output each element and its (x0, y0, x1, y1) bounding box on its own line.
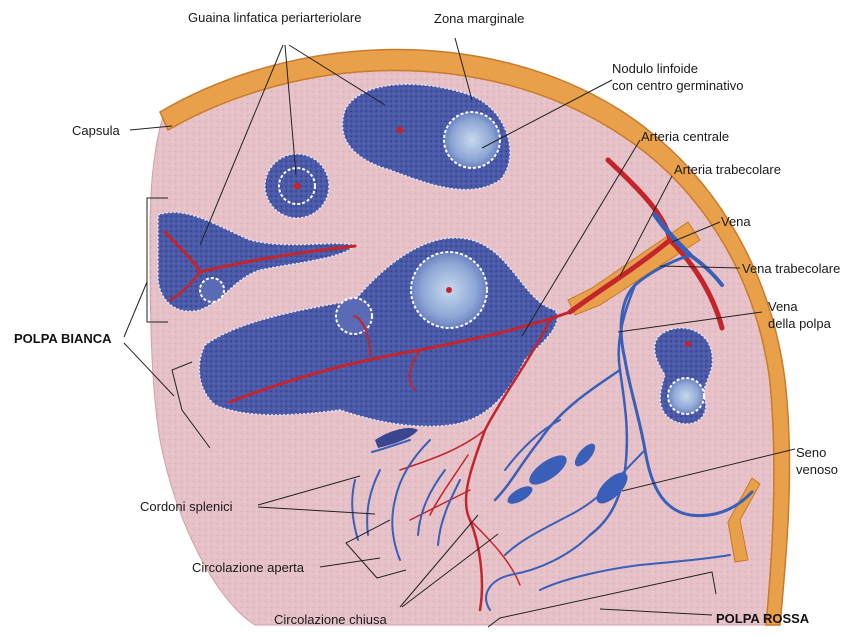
label-capsula: Capsula (72, 123, 120, 138)
artery-dot (397, 127, 404, 134)
label-nodulo-line2: con centro germinativo (612, 78, 744, 93)
label-vena: Vena (721, 214, 751, 229)
label-seno-line1: Seno (796, 445, 826, 460)
label-cordoni: Cordoni splenici (140, 499, 233, 514)
germinal-center-left (200, 278, 224, 302)
label-nodulo-line1: Nodulo linfoide (612, 61, 698, 76)
label-zona-marginale: Zona marginale (434, 11, 524, 26)
artery-dot (294, 183, 301, 190)
label-guaina: Guaina linfatica periarteriolare (188, 10, 361, 25)
label-arteria-centrale: Arteria centrale (641, 129, 729, 144)
label-vena-polpa-line1: Vena (768, 299, 798, 314)
artery-dot (446, 287, 452, 293)
label-vena-polpa-line2: della polpa (768, 316, 832, 331)
label-seno-line2: venoso (796, 462, 838, 477)
label-vena-trabecolare: Vena trabecolare (742, 261, 840, 276)
label-polpa-rossa: POLPA ROSSA (716, 611, 810, 626)
label-circolazione-chiusa: Circolazione chiusa (274, 612, 387, 627)
germinal-center-right (668, 378, 704, 414)
label-polpa-bianca: POLPA BIANCA (14, 331, 112, 346)
label-arteria-trabecolare: Arteria trabecolare (674, 162, 781, 177)
germinal-center-top (444, 112, 500, 168)
label-circolazione-aperta: Circolazione aperta (192, 560, 305, 575)
artery-dot (685, 341, 691, 347)
